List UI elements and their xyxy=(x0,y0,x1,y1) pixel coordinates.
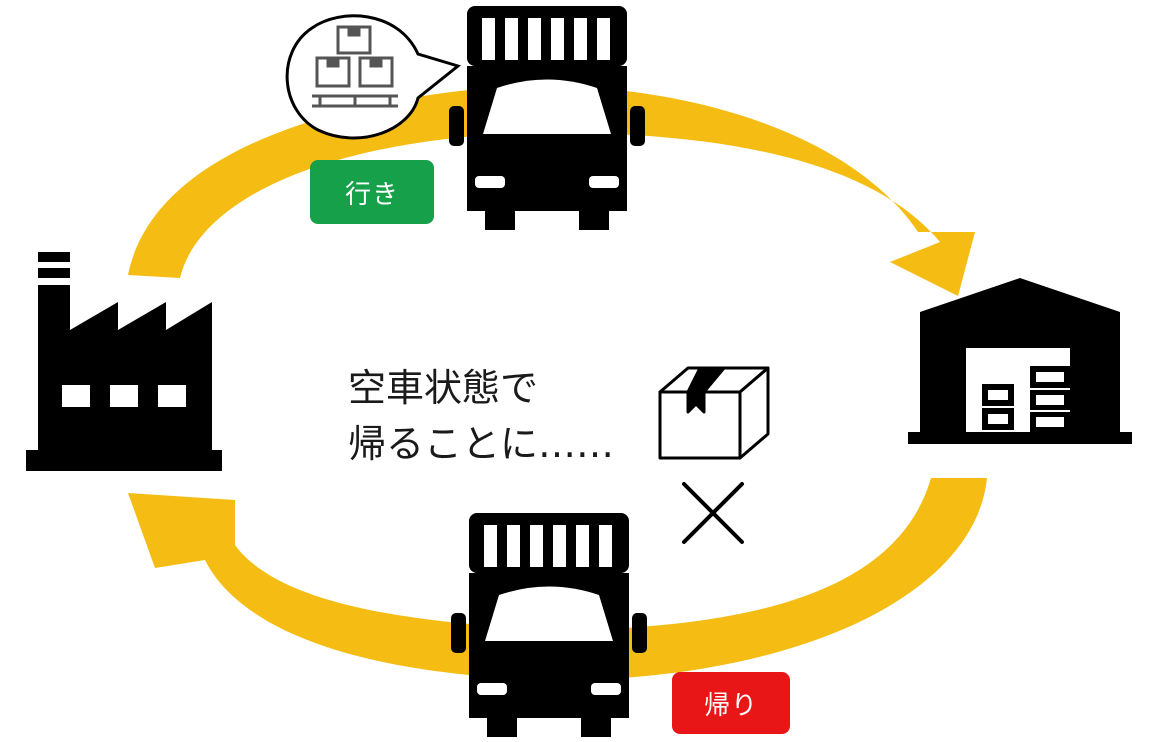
truck-return-icon xyxy=(451,513,647,737)
return-label: 帰り xyxy=(672,672,790,734)
arrow-warehouse-to-factory xyxy=(128,478,987,680)
outbound-label: 行き xyxy=(310,160,434,224)
caption-line-2: 帰ることに…… xyxy=(348,422,615,466)
truck-outbound-icon xyxy=(449,6,645,230)
caption-line-1: 空車状態で xyxy=(348,366,539,410)
box-icon xyxy=(658,366,770,460)
factory-icon xyxy=(26,252,222,471)
warehouse-icon xyxy=(908,278,1132,444)
empty-return-caption: 空車状態で 帰ることに…… xyxy=(348,360,614,472)
cross-icon xyxy=(682,482,744,544)
stacked-boxes-icon xyxy=(312,25,398,108)
cargo-bubble xyxy=(285,14,462,140)
